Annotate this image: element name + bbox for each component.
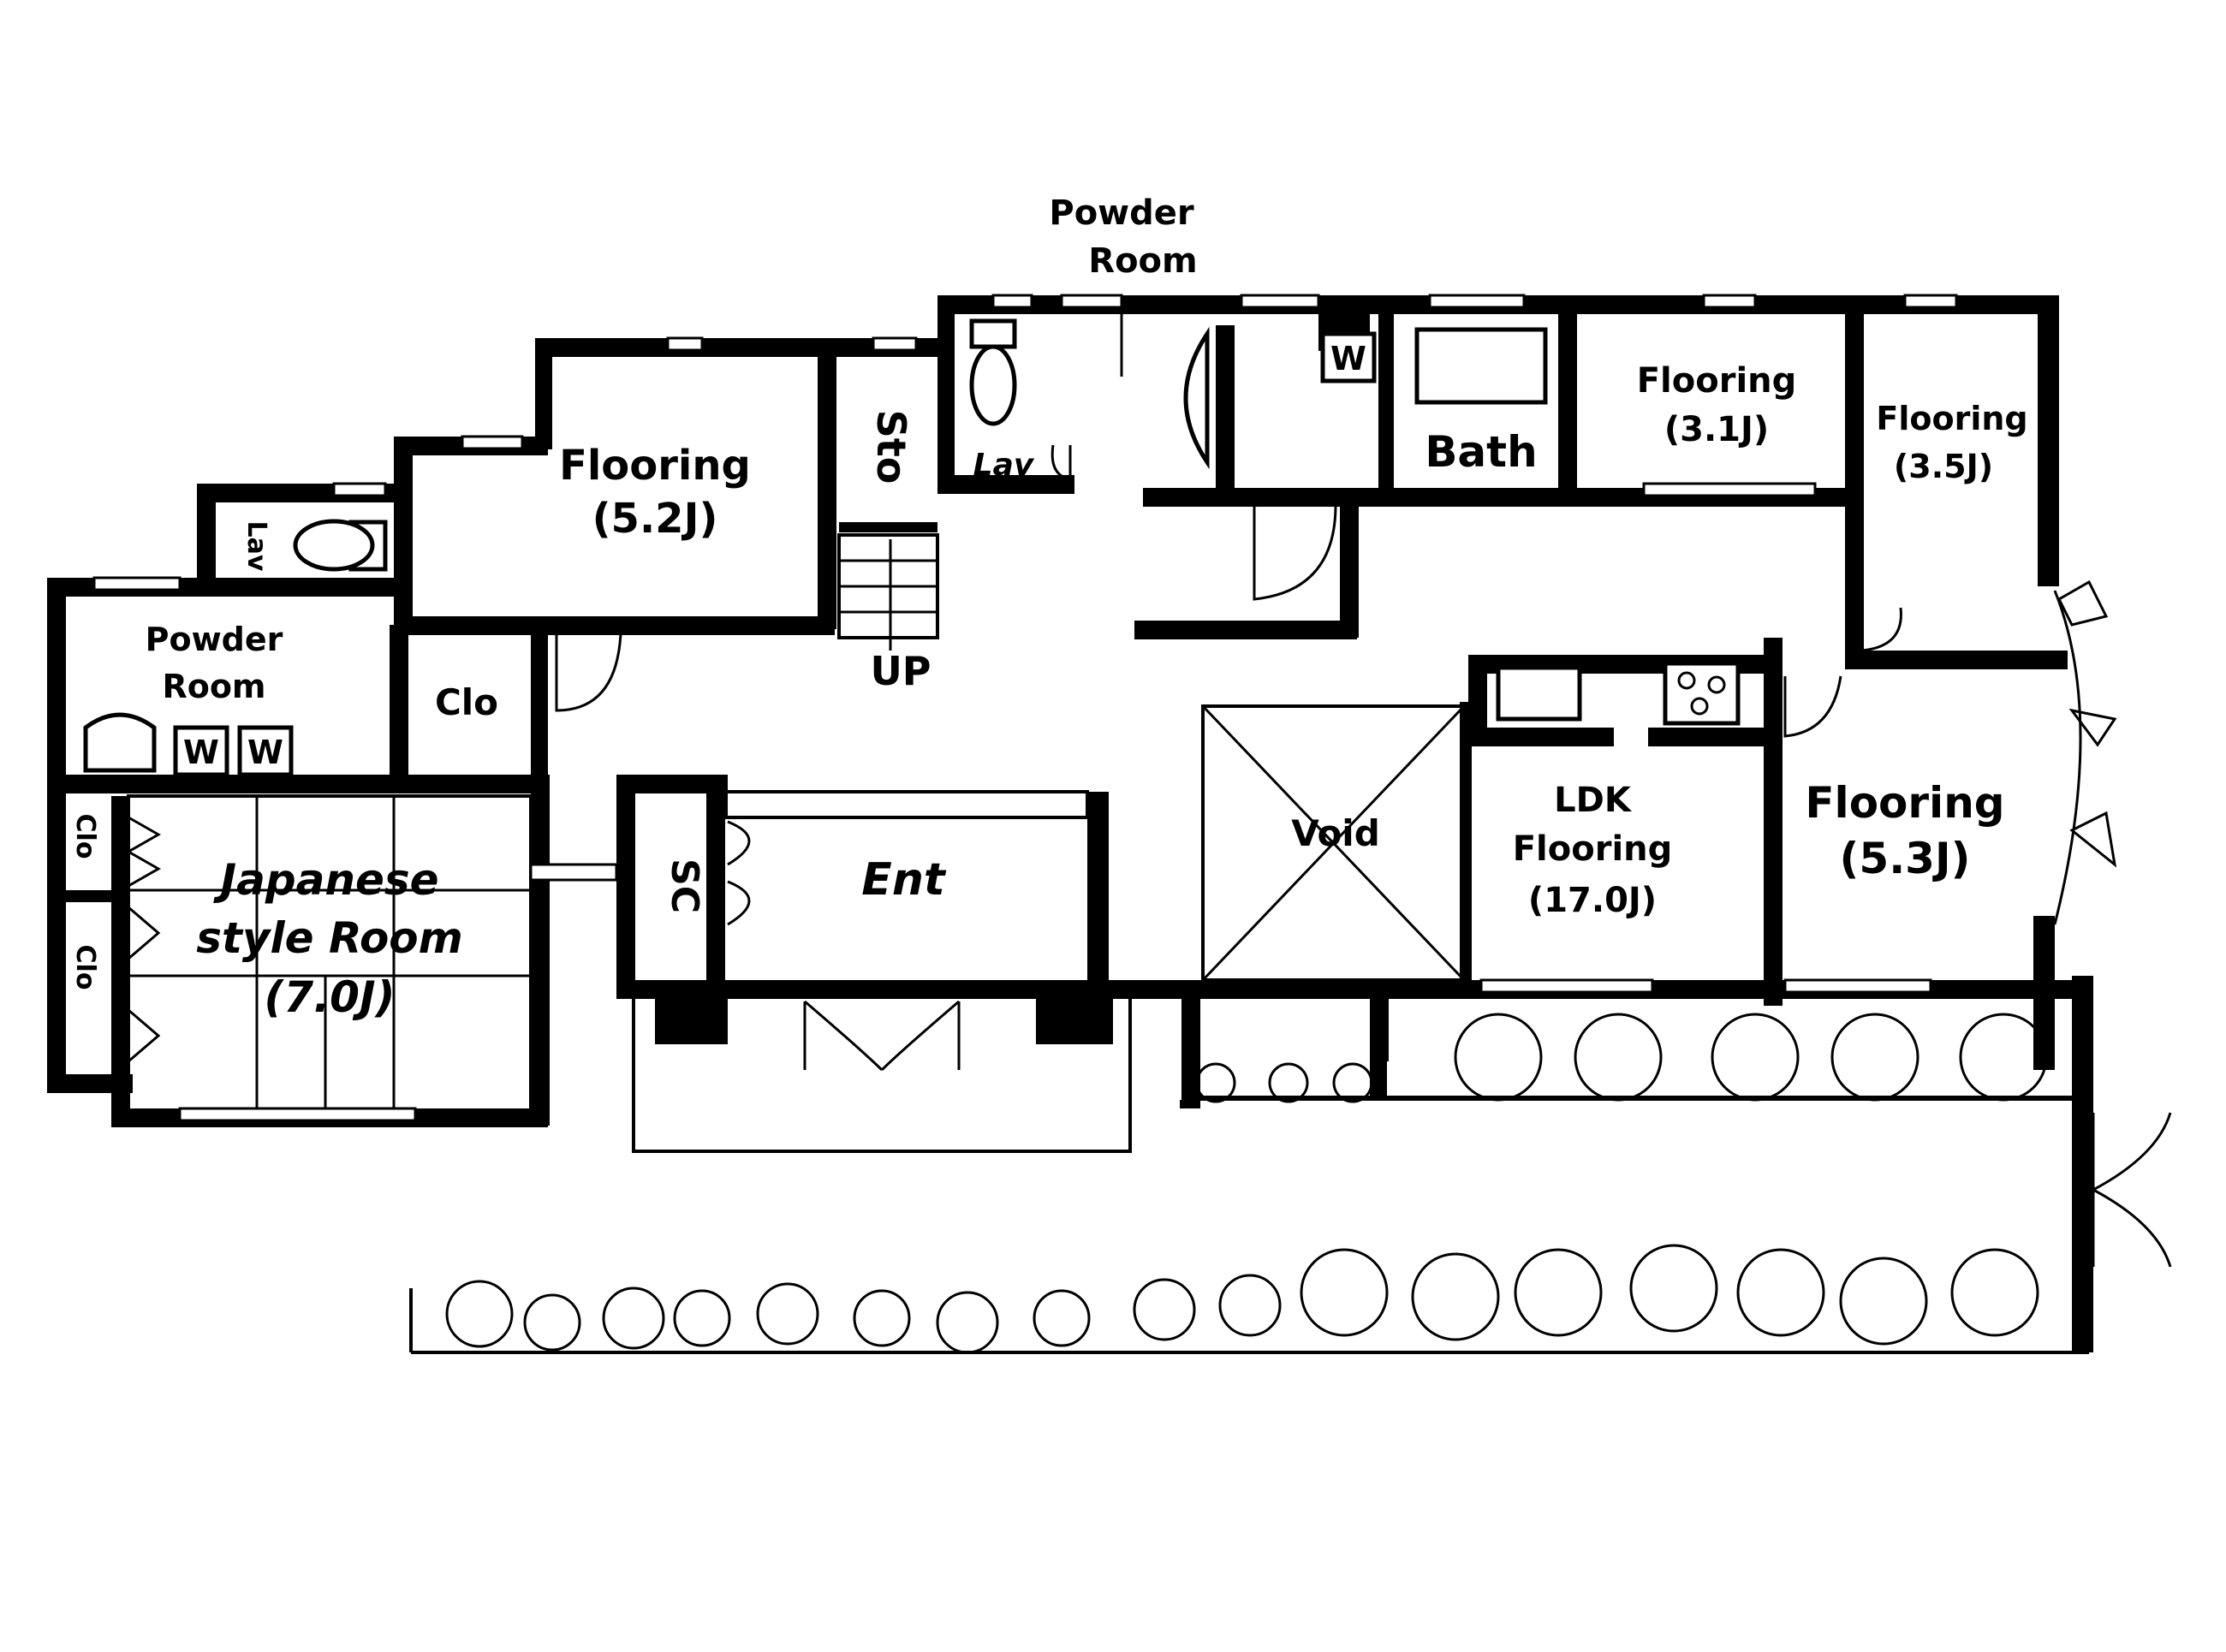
lav-top-label: Lav (973, 448, 1035, 483)
clo-main-label: Clo (435, 681, 498, 723)
lav-left-label: Lav (241, 521, 271, 572)
sc-label: SC (663, 859, 706, 913)
garden-trees (445, 1013, 2048, 1354)
ldk-label-1: LDK (1554, 781, 1633, 820)
flooring-35-label-2: (3.5J) (1894, 448, 1993, 485)
flooring-53-label-1: Flooring (1805, 778, 2004, 828)
japanese-label-2: style Room (196, 913, 463, 963)
japanese-label-1: Japanese (212, 855, 438, 905)
clo-side-1-label: Clo (70, 814, 100, 859)
up-label: UP (870, 648, 931, 694)
flooring-35-label-1: Flooring (1876, 400, 2027, 437)
room-labels: Powder Room Flooring (5.2J) Sto Lav Lav … (70, 193, 2028, 1022)
powder-room-top-label-1: Powder (1049, 193, 1194, 233)
bath-label: Bath (1425, 427, 1537, 477)
powder-room-top-label-2: Room (1088, 241, 1197, 281)
flooring-31-label-1: Flooring (1637, 361, 1797, 401)
powder-room-left-label-2: Room (162, 668, 265, 705)
ldk-label-3: (17.0J) (1528, 881, 1657, 920)
japanese-label-3: (7.0J) (265, 972, 396, 1022)
flooring-52-label-2: (5.2J) (592, 495, 718, 543)
flooring-31-label-2: (3.1J) (1664, 410, 1769, 449)
ldk-label-2: Flooring (1513, 829, 1673, 869)
sto-label: Sto (868, 410, 914, 484)
flooring-53-label-2: (5.3J) (1840, 834, 1971, 883)
w-left-1-label: W (183, 734, 219, 771)
void-label: Void (1291, 812, 1380, 854)
powder-room-left-label-1: Powder (146, 621, 283, 658)
clo-side-2-label: Clo (70, 945, 100, 990)
flooring-52-label-1: Flooring (559, 442, 751, 490)
w-left-2-label: W (247, 734, 283, 771)
ent-label: Ent (861, 854, 947, 906)
w-top-label: W (1330, 340, 1366, 377)
windows (92, 294, 1958, 1122)
fixtures (83, 295, 2172, 1354)
